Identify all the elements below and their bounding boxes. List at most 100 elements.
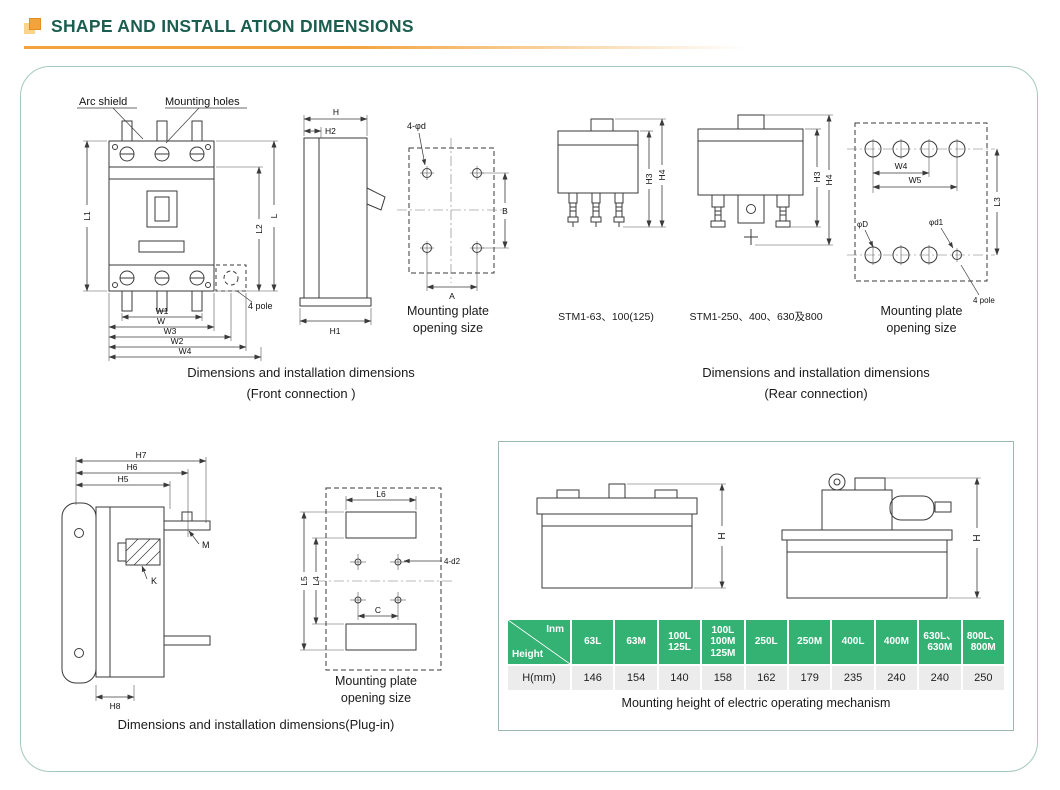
arc-shield-label: Arc shield (79, 96, 127, 108)
table-corner-cell: Inm Height (508, 620, 570, 664)
dim-H2: H2 (325, 126, 336, 136)
dim-H-mechanism: H (972, 534, 983, 541)
caption-line: Dimensions and installation dimensions (187, 365, 415, 380)
dim-H3: H3 (644, 173, 654, 184)
table-header-cell: 100L 125L (658, 620, 701, 664)
breaker-front-view (108, 120, 247, 312)
four-pole-label: 4 pole (248, 301, 273, 311)
rear-mounting-plate: W4 W5 L3 φD φd1 4 pole (847, 122, 1002, 305)
dim-H1: H1 (330, 326, 341, 336)
mounting-height-table: Inm Height 63L 63M 100L 125L 100L 100M 1… (506, 618, 1006, 692)
mechanism-base-view (536, 483, 698, 589)
front-plate-caption: Mounting plate opening size (406, 304, 489, 335)
dim-M: M (202, 540, 210, 550)
front-connection-drawing: Arc shield Mounting holes (77, 96, 509, 361)
plug-in-dimensions-top: H7 H6 H5 (75, 450, 207, 537)
table-value-cell: 240 (919, 666, 961, 690)
table-header-cell: 63M (615, 620, 657, 664)
table-header-cell: 630L、 630M (919, 620, 961, 664)
table-value-cell: 250 (962, 666, 1004, 690)
dim-phi-D: φD (857, 220, 868, 229)
table-header-cell: 800L、 800M (962, 620, 1004, 664)
plug-in-drawing: H7 H6 H5 M (61, 450, 211, 711)
rear-model-small-caption: STM1-63、100(125) (558, 311, 654, 323)
table-header-cell: 400M (875, 620, 918, 664)
table-value-cell: 154 (615, 666, 657, 690)
plug-in-breaker-side-view (61, 502, 211, 684)
table-value-cell: 162 (745, 666, 787, 690)
dim-B: B (502, 206, 508, 216)
dim-L6: L6 (376, 489, 386, 499)
section-marker-icon (24, 17, 42, 35)
dim-W4: W4 (179, 346, 192, 356)
mechanism-caption: Mounting height of electric operating me… (621, 696, 891, 710)
side-view-dimensions: H H2 H1 (299, 107, 372, 336)
plug-plate-caption: Mounting plate opening size (334, 674, 417, 705)
mechanism-base-drawing: H (536, 483, 728, 589)
front-connection-caption: Dimensions and installation dimensions (… (121, 363, 481, 405)
table-header-cell: 63L (572, 620, 614, 664)
corner-label-height: Height (512, 648, 544, 660)
marker-front-square (29, 17, 41, 30)
diagram-panel: Arc shield Mounting holes (20, 66, 1038, 772)
mounting-holes-label: Mounting holes (165, 96, 240, 108)
dim-W1: W1 (156, 306, 169, 316)
dim-L5: L5 (299, 576, 309, 586)
dim-C: C (375, 605, 381, 615)
rear-large-dimensions: H3 H4 (755, 114, 834, 246)
table-value-cell: 235 (832, 666, 874, 690)
dim-phi-d1: φd1 (929, 218, 944, 227)
plug-plate-dimensions: L6 C 4-d2 L5 L4 (299, 489, 461, 651)
mechanism-with-motor-view (781, 473, 953, 599)
dim-H-mechanism: H (717, 532, 728, 539)
dim-H3: H3 (812, 171, 822, 182)
table-value-cell: 179 (788, 666, 831, 690)
rear-view-large-frame (697, 114, 804, 245)
corner-label-inm: Inm (546, 624, 564, 635)
caption-line: Dimensions and installation dimensions (702, 365, 930, 380)
plug-in-caption: Dimensions and installation dimensions(P… (117, 717, 395, 732)
dim-H7: H7 (136, 450, 147, 460)
table-header-row: Inm Height 63L 63M 100L 125L 100L 100M 1… (508, 620, 1004, 664)
table-value-cell: 140 (658, 666, 701, 690)
rear-connection-caption: Dimensions and installation dimensions (… (636, 363, 996, 405)
mechanism-motor-drawing: H (781, 473, 983, 599)
page-title: SHAPE AND INSTALL ATION DIMENSIONS (51, 15, 414, 36)
breaker-side-view (299, 137, 386, 307)
table-value-cell: 146 (572, 666, 614, 690)
table-row-label: H(mm) (508, 666, 570, 690)
rear-model-large-caption: STM1-250、400、630及800 (689, 311, 823, 323)
dim-L1: L1 (82, 211, 92, 221)
table-header-cell: 400L (832, 620, 874, 664)
table-value-cell: 240 (875, 666, 918, 690)
dim-L4: L4 (311, 576, 321, 586)
table-value-cell: 158 (702, 666, 744, 690)
plug-mounting-plate-drawing: L6 C 4-d2 L5 L4 (299, 487, 461, 671)
dim-L3: L3 (992, 197, 1002, 207)
rear-small-dimensions: H3 H4 (615, 118, 667, 228)
dim-H4: H4 (657, 169, 667, 180)
rear-view-small-frame (557, 118, 639, 227)
dim-K: K (151, 576, 157, 586)
dim-H: H (333, 107, 339, 117)
dim-W: W (157, 316, 165, 326)
front-mounting-plate: 4-φd B (397, 121, 509, 301)
table-header-cell: 100L 100M 125M (702, 620, 744, 664)
table-header-cell: 250L (745, 620, 787, 664)
section-header: SHAPE AND INSTALL ATION DIMENSIONS (24, 10, 414, 42)
dim-L2: L2 (254, 224, 264, 234)
caption-line: (Rear connection) (764, 385, 868, 401)
front-view-dimensions: L1 L2 L W1 W (82, 140, 279, 361)
electric-mechanism-panel: H (498, 441, 1014, 731)
dim-W3: W3 (164, 326, 177, 336)
dim-L: L (269, 213, 279, 218)
table-value-row: H(mm) 146 154 140 158 162 179 235 240 24… (508, 666, 1004, 690)
table-header-cell: 250M (788, 620, 831, 664)
dim-4-d2: 4-d2 (444, 557, 461, 566)
dim-H8: H8 (110, 701, 121, 711)
dim-H6: H6 (127, 462, 138, 472)
caption-line: (Front connection ) (246, 385, 356, 401)
dim-4-phi-d: 4-φd (407, 121, 426, 131)
dim-H4: H4 (824, 174, 834, 185)
rear-plate-caption: Mounting plate opening size (880, 304, 963, 335)
